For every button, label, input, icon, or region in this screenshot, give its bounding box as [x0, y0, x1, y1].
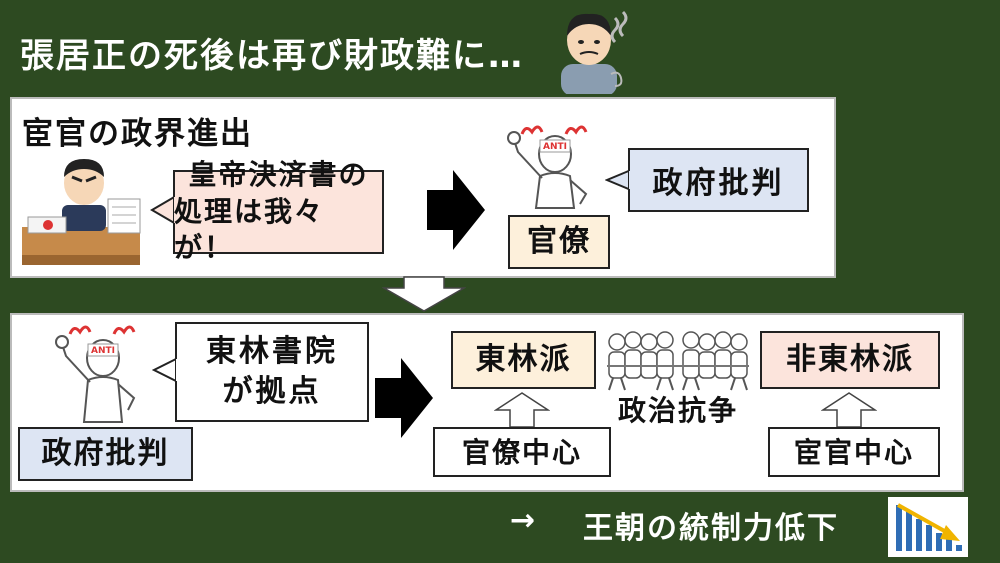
base-line-2: が拠点 [222, 374, 322, 409]
arrow-up-icon [821, 392, 877, 428]
conclusion-text: 王朝の統制力低下 [583, 511, 839, 546]
non-donglin-faction-label: 非東林派 [760, 331, 940, 389]
base-speech-bubble: 東林書院 が拠点 [152, 322, 370, 422]
declining-chart-icon [888, 497, 968, 557]
base-line-1: 東林書院 [206, 333, 338, 369]
donglin-faction-label: 東林派 [451, 331, 596, 389]
arrow-right-icon [427, 170, 485, 250]
critique-bubble: 政府批判 [605, 148, 810, 212]
angry-protester-icon: ANTI [500, 118, 610, 214]
arrow-up-icon [494, 392, 550, 428]
political-struggle-text: 政治抗争 [617, 394, 738, 427]
slide-title: 張居正の死後は再び財政難に… [20, 36, 524, 76]
angry-protester-icon: ANTI [48, 318, 158, 428]
speech-line-2: 処理は我々が！ [174, 194, 325, 265]
tug-of-war-crowd-icon [603, 326, 753, 392]
top-panel-heading: 宦官の政界進出 [22, 116, 253, 152]
arrow-down-icon [382, 276, 466, 312]
anti-headband: ANTI [91, 346, 115, 356]
officials-label: 官僚 [508, 215, 610, 269]
anti-headband: ANTI [543, 142, 567, 152]
speech-bubble: 皇帝決済書の 処理は我々が！ [150, 158, 385, 264]
eunuch-center-label: 宦官中心 [768, 427, 940, 477]
critique-text: 政府批判 [652, 166, 785, 201]
speech-line-1: 皇帝決済書の [188, 158, 369, 192]
conclusion-arrow: → [510, 503, 538, 538]
bureaucrat-center-label: 官僚中心 [433, 427, 611, 477]
worried-man-icon [553, 6, 643, 94]
eunuch-at-desk-icon [18, 155, 152, 269]
critique-label: 政府批判 [18, 427, 193, 481]
arrow-right-icon [375, 358, 433, 438]
